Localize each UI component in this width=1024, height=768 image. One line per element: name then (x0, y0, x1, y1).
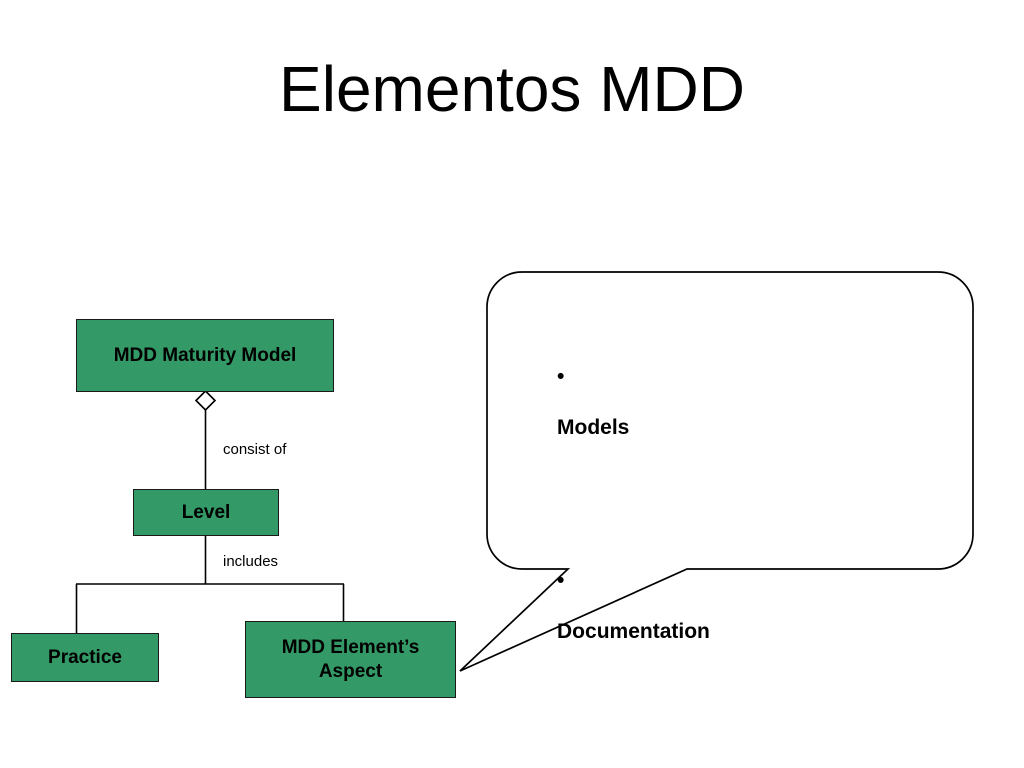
callout-item-documentation: • Documentation (506, 504, 956, 708)
node-practice[interactable]: Practice (11, 633, 159, 682)
bullet-icon: • (557, 365, 565, 388)
edge-label-consist-of: consist of (223, 441, 287, 458)
callout-bubble-outline (459, 271, 974, 672)
page-title: Elementos MDD (279, 53, 745, 125)
callout-item-label: Documentation (557, 620, 710, 643)
aggregation-diamond-icon (194, 389, 217, 412)
node-mdd-elements-aspect[interactable]: MDD Element’s Aspect (245, 621, 456, 698)
callout-item-models: • Models (506, 300, 956, 504)
node-mdd-maturity-model[interactable]: MDD Maturity Model (76, 319, 334, 392)
edge-label-includes: includes (223, 553, 279, 570)
callout-bullet-list: • Models • Documentation • Model Transfo… (506, 300, 956, 768)
node-level[interactable]: Level (133, 489, 279, 536)
callout-item-model-transformation: • Model Transformation and Code Generati… (506, 708, 956, 768)
callout-item-label: Models (557, 416, 630, 439)
bullet-icon: • (557, 569, 565, 592)
